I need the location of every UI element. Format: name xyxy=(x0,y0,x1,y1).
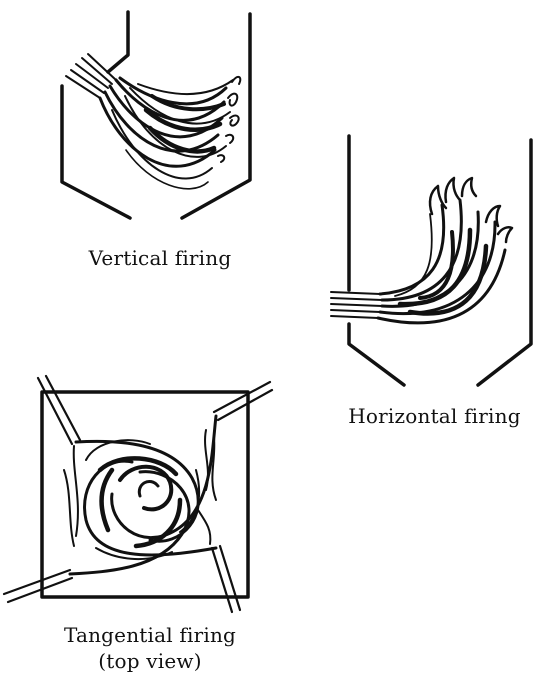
vertical-furnace xyxy=(62,12,250,218)
vertical-furnace-right-wall xyxy=(182,14,250,218)
horizontal-furnace xyxy=(331,136,531,385)
horizontal-furnace-left-wall xyxy=(349,136,404,385)
vertical-burner-pipes xyxy=(66,54,116,98)
tangential-furnace xyxy=(4,376,272,612)
horizontal-firing-caption: Horizontal firing xyxy=(330,404,539,428)
horizontal-burner-pipes xyxy=(331,292,382,318)
tangential-firing-caption: Tangential firing (top view) xyxy=(20,622,280,674)
tangential-firing-subtitle: (top view) xyxy=(20,648,280,674)
vertical-firing-caption: Vertical firing xyxy=(60,246,260,270)
tangential-swirl xyxy=(70,416,216,574)
tangential-firing-title: Tangential firing xyxy=(20,622,280,648)
vertical-flame xyxy=(100,78,233,189)
